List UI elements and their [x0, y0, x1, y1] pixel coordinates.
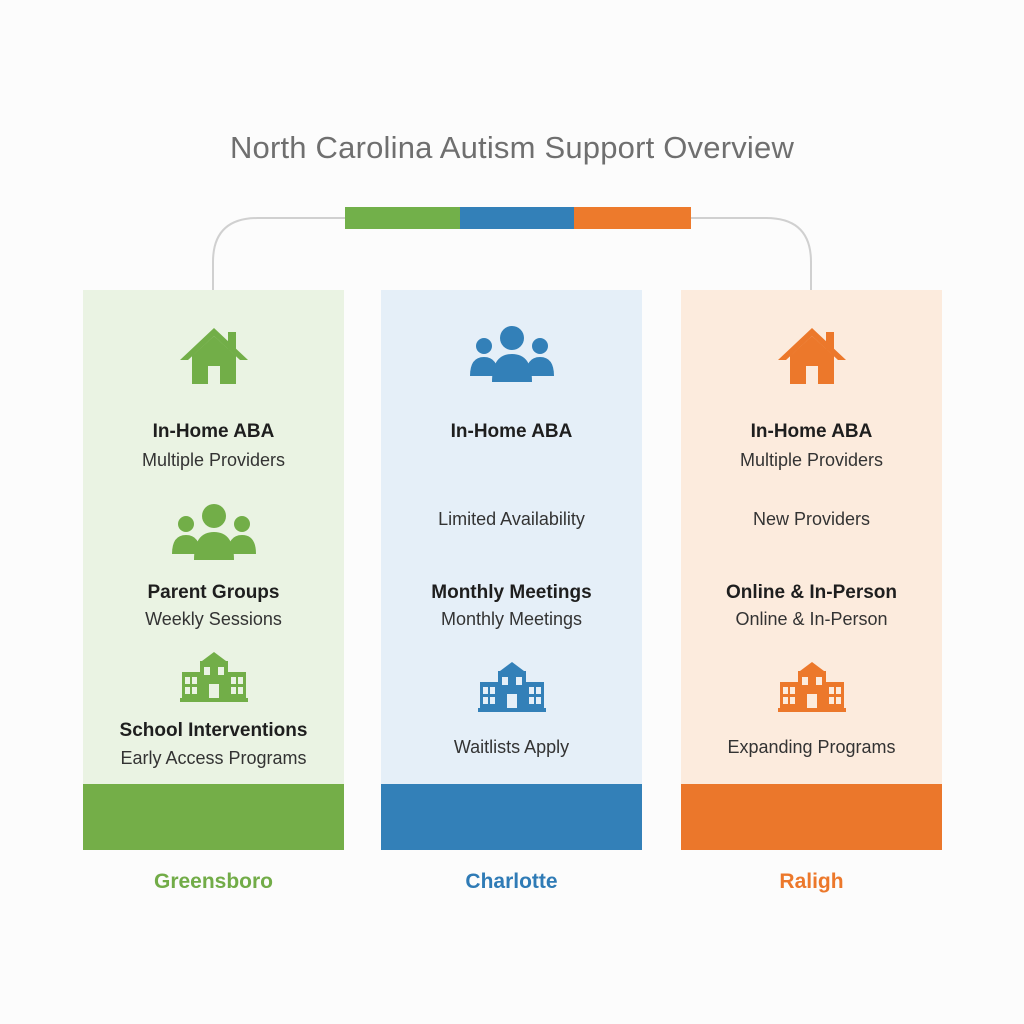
service-title-parent: Online & In-Person	[725, 582, 898, 603]
service-title-school: School Interventions	[119, 720, 308, 741]
connector-line	[212, 217, 812, 290]
service-sub-parent: Online & In-Person	[735, 609, 888, 629]
city-label-raleigh: Raligh	[779, 870, 844, 893]
legend-bar-green	[345, 207, 460, 229]
service-title-in-home: In-Home ABA	[450, 421, 573, 442]
city-label-charlotte: Charlotte	[465, 870, 558, 893]
legend-bar-orange	[574, 207, 691, 229]
service-sub-school: Early Access Programs	[120, 748, 307, 768]
school-icon	[777, 662, 846, 712]
service-title-parent: Monthly Meetings	[431, 582, 592, 603]
service-sub-parent: Weekly Sessions	[145, 609, 282, 629]
column-raleigh: In-Home ABA Multiple Providers New Provi…	[681, 290, 942, 850]
service-title-in-home: In-Home ABA	[750, 421, 873, 442]
school-icon	[179, 652, 248, 702]
service-title-parent: Parent Groups	[147, 582, 280, 603]
column-greensboro: In-Home ABA Multiple Providers Parent Gr…	[83, 290, 344, 850]
column-footer-bar	[381, 784, 642, 850]
column-charlotte: In-Home ABA Limited Availability Monthly…	[381, 290, 642, 850]
service-sub-school: Waitlists Apply	[453, 737, 570, 757]
house-icon	[777, 328, 846, 384]
service-sub-in-home: Multiple Providers	[141, 450, 286, 470]
service-new-providers: New Providers	[752, 509, 871, 529]
column-footer-bar	[83, 784, 344, 850]
service-sub-parent: Monthly Meetings	[440, 609, 583, 629]
school-icon	[477, 662, 546, 712]
group-icon	[171, 504, 256, 560]
column-footer-bar	[681, 784, 942, 850]
service-availability: Limited Availability	[438, 509, 585, 529]
page-title: North Carolina Autism Support Overview	[229, 130, 795, 165]
service-sub-in-home: Multiple Providers	[739, 450, 884, 470]
group-icon	[469, 326, 554, 382]
city-label-greensboro: Greensboro	[153, 870, 274, 893]
service-sub-school: Expanding Programs	[727, 737, 896, 757]
house-icon	[179, 328, 248, 384]
service-title-in-home: In-Home ABA	[152, 421, 275, 442]
legend-bar-blue	[460, 207, 574, 229]
